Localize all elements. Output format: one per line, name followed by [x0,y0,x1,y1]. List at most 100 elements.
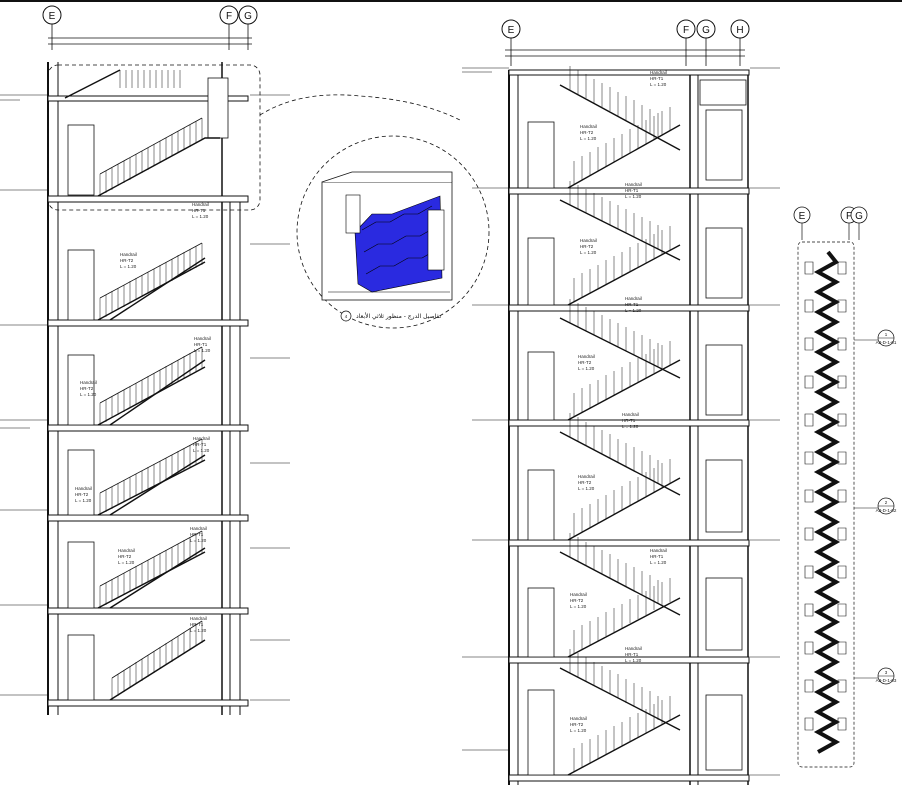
isometric-detail-inset: 4 تفاصيل الدرج - منظور ثلاثي الأبعاد [296,135,490,329]
svg-text:HR-T2: HR-T2 [580,130,594,135]
handrail-label: Handrail HR-T2 L = 1.20 [580,124,597,141]
door [527,351,555,421]
handrail-label: Handrail HR-T2 L = 1.20 [578,474,595,491]
svg-text:L = 1.20: L = 1.20 [570,604,587,609]
svg-text:L = 1.20: L = 1.20 [578,486,595,491]
svg-text:Handrail: Handrail [622,412,639,417]
handrail-label: Handrail HR-T1 L = 1.20 [650,70,667,87]
svg-text:Handrail: Handrail [570,716,587,721]
grid-label: E [508,25,515,36]
handrail-label: Handrail HR-T1 L = 1.20 [625,296,642,313]
svg-text:A3-D-1-02: A3-D-1-02 [876,508,897,513]
handrail-label: Handrail HR-T1 L = 1.20 [192,202,209,219]
svg-text:Handrail: Handrail [650,70,667,75]
grid-bubble-left-f: F [219,5,239,25]
handrail-label: Handrail HR-T2 L = 1.20 [570,592,587,609]
svg-text:HR-T1: HR-T1 [625,302,639,307]
svg-text:HR-T1: HR-T1 [622,418,636,423]
svg-text:HR-T1: HR-T1 [190,532,204,537]
grid-label: G [244,11,252,22]
svg-text:HR-T2: HR-T2 [570,722,584,727]
svg-text:Handrail: Handrail [193,436,210,441]
svg-text:HR-T2: HR-T2 [120,258,134,263]
grid-bubble-middle-h: H [730,19,750,39]
svg-text:HR-T2: HR-T2 [578,360,592,365]
svg-text:Handrail: Handrail [194,336,211,341]
grid-label: E [49,11,56,22]
grid-label: F [846,211,852,222]
svg-text:L = 1.20: L = 1.20 [622,424,639,429]
grid-bubble-middle-f: F [676,19,696,39]
grid-bubble-right-e: E [793,206,811,224]
svg-text:L = 1.20: L = 1.20 [625,308,642,313]
svg-text:HR-T1: HR-T1 [625,188,639,193]
handrail-label: Handrail HR-T2 L = 1.20 [80,380,97,397]
svg-text:2: 2 [885,500,888,505]
inset-caption-text: تفاصيل الدرج - منظور ثلاثي الأبعاد [356,312,441,320]
svg-text:Handrail: Handrail [75,486,92,491]
grid-label: E [799,211,806,222]
svg-text:HR-T1: HR-T1 [650,76,664,81]
door [705,459,743,533]
door [67,449,95,516]
svg-text:L = 1.20: L = 1.20 [118,560,135,565]
svg-text:Handrail: Handrail [580,124,597,129]
svg-text:Handrail: Handrail [625,296,642,301]
svg-text:HR-T1: HR-T1 [190,622,204,627]
grid-label: F [226,11,232,22]
svg-text:L = 1.20: L = 1.20 [120,264,137,269]
door [705,577,743,651]
svg-text:Handrail: Handrail [190,526,207,531]
handrail-label: Handrail HR-T1 L = 1.20 [190,526,207,543]
svg-text:L = 1.20: L = 1.20 [193,448,210,453]
handrail-label: Handrail HR-T1 L = 1.20 [190,616,207,633]
handrail-label: Handrail HR-T2 L = 1.20 [120,252,137,269]
grid-bubble-right-g: G [850,206,868,224]
handrail-label: Handrail HR-T1 L = 1.20 [625,182,642,199]
svg-text:L = 1.20: L = 1.20 [80,392,97,397]
svg-text:HR-T2: HR-T2 [578,480,592,485]
svg-text:Handrail: Handrail [578,354,595,359]
svg-text:HR-T2: HR-T2 [570,598,584,603]
svg-text:Handrail: Handrail [580,238,597,243]
handrail-label: Handrail HR-T2 L = 1.20 [578,354,595,371]
door [67,249,95,321]
svg-text:Handrail: Handrail [118,548,135,553]
door [527,587,555,658]
grid-bubble-left-g: G [238,5,258,25]
handrail-label: Handrail HR-T2 L = 1.20 [75,486,92,503]
handrail-label: Handrail HR-T1 L = 1.20 [622,412,639,429]
svg-text:HR-T1: HR-T1 [194,342,208,347]
callout-leader [259,94,461,121]
handrail-label: Handrail HR-T1 L = 1.20 [193,436,210,453]
left-stair-section: E F G [0,5,461,715]
svg-text:HR-T1: HR-T1 [193,442,207,447]
door [527,121,555,189]
svg-text:HR-T2: HR-T2 [80,386,94,391]
door [67,354,95,426]
grid-bubble-middle-g: G [696,19,716,39]
handrail-label: Handrail HR-T2 L = 1.20 [118,548,135,565]
grid-label: H [736,25,743,36]
svg-text:L = 1.20: L = 1.20 [625,658,642,663]
grid-bubble-middle-e: E [501,19,521,39]
inset-number: 4 [345,314,348,319]
door [705,694,743,771]
svg-text:A3-D-1-01: A3-D-1-01 [876,340,897,345]
svg-text:L = 1.20: L = 1.20 [650,560,667,565]
stair-zigzag [813,250,841,754]
svg-text:Handrail: Handrail [578,474,595,479]
svg-text:HR-T1: HR-T1 [192,208,206,213]
svg-text:Handrail: Handrail [650,548,667,553]
door [705,109,743,181]
svg-text:HR-T2: HR-T2 [75,492,89,497]
svg-text:Handrail: Handrail [120,252,137,257]
svg-text:L = 1.20: L = 1.20 [650,82,667,87]
right-stair-overview: E F G 1 A3-D-1-01 [793,206,897,768]
svg-text:Handrail: Handrail [625,182,642,187]
handrail-label: Handrail HR-T1 L = 1.20 [650,548,667,565]
svg-text:L = 1.20: L = 1.20 [570,728,587,733]
svg-text:Handrail: Handrail [80,380,97,385]
svg-text:3: 3 [885,670,888,675]
